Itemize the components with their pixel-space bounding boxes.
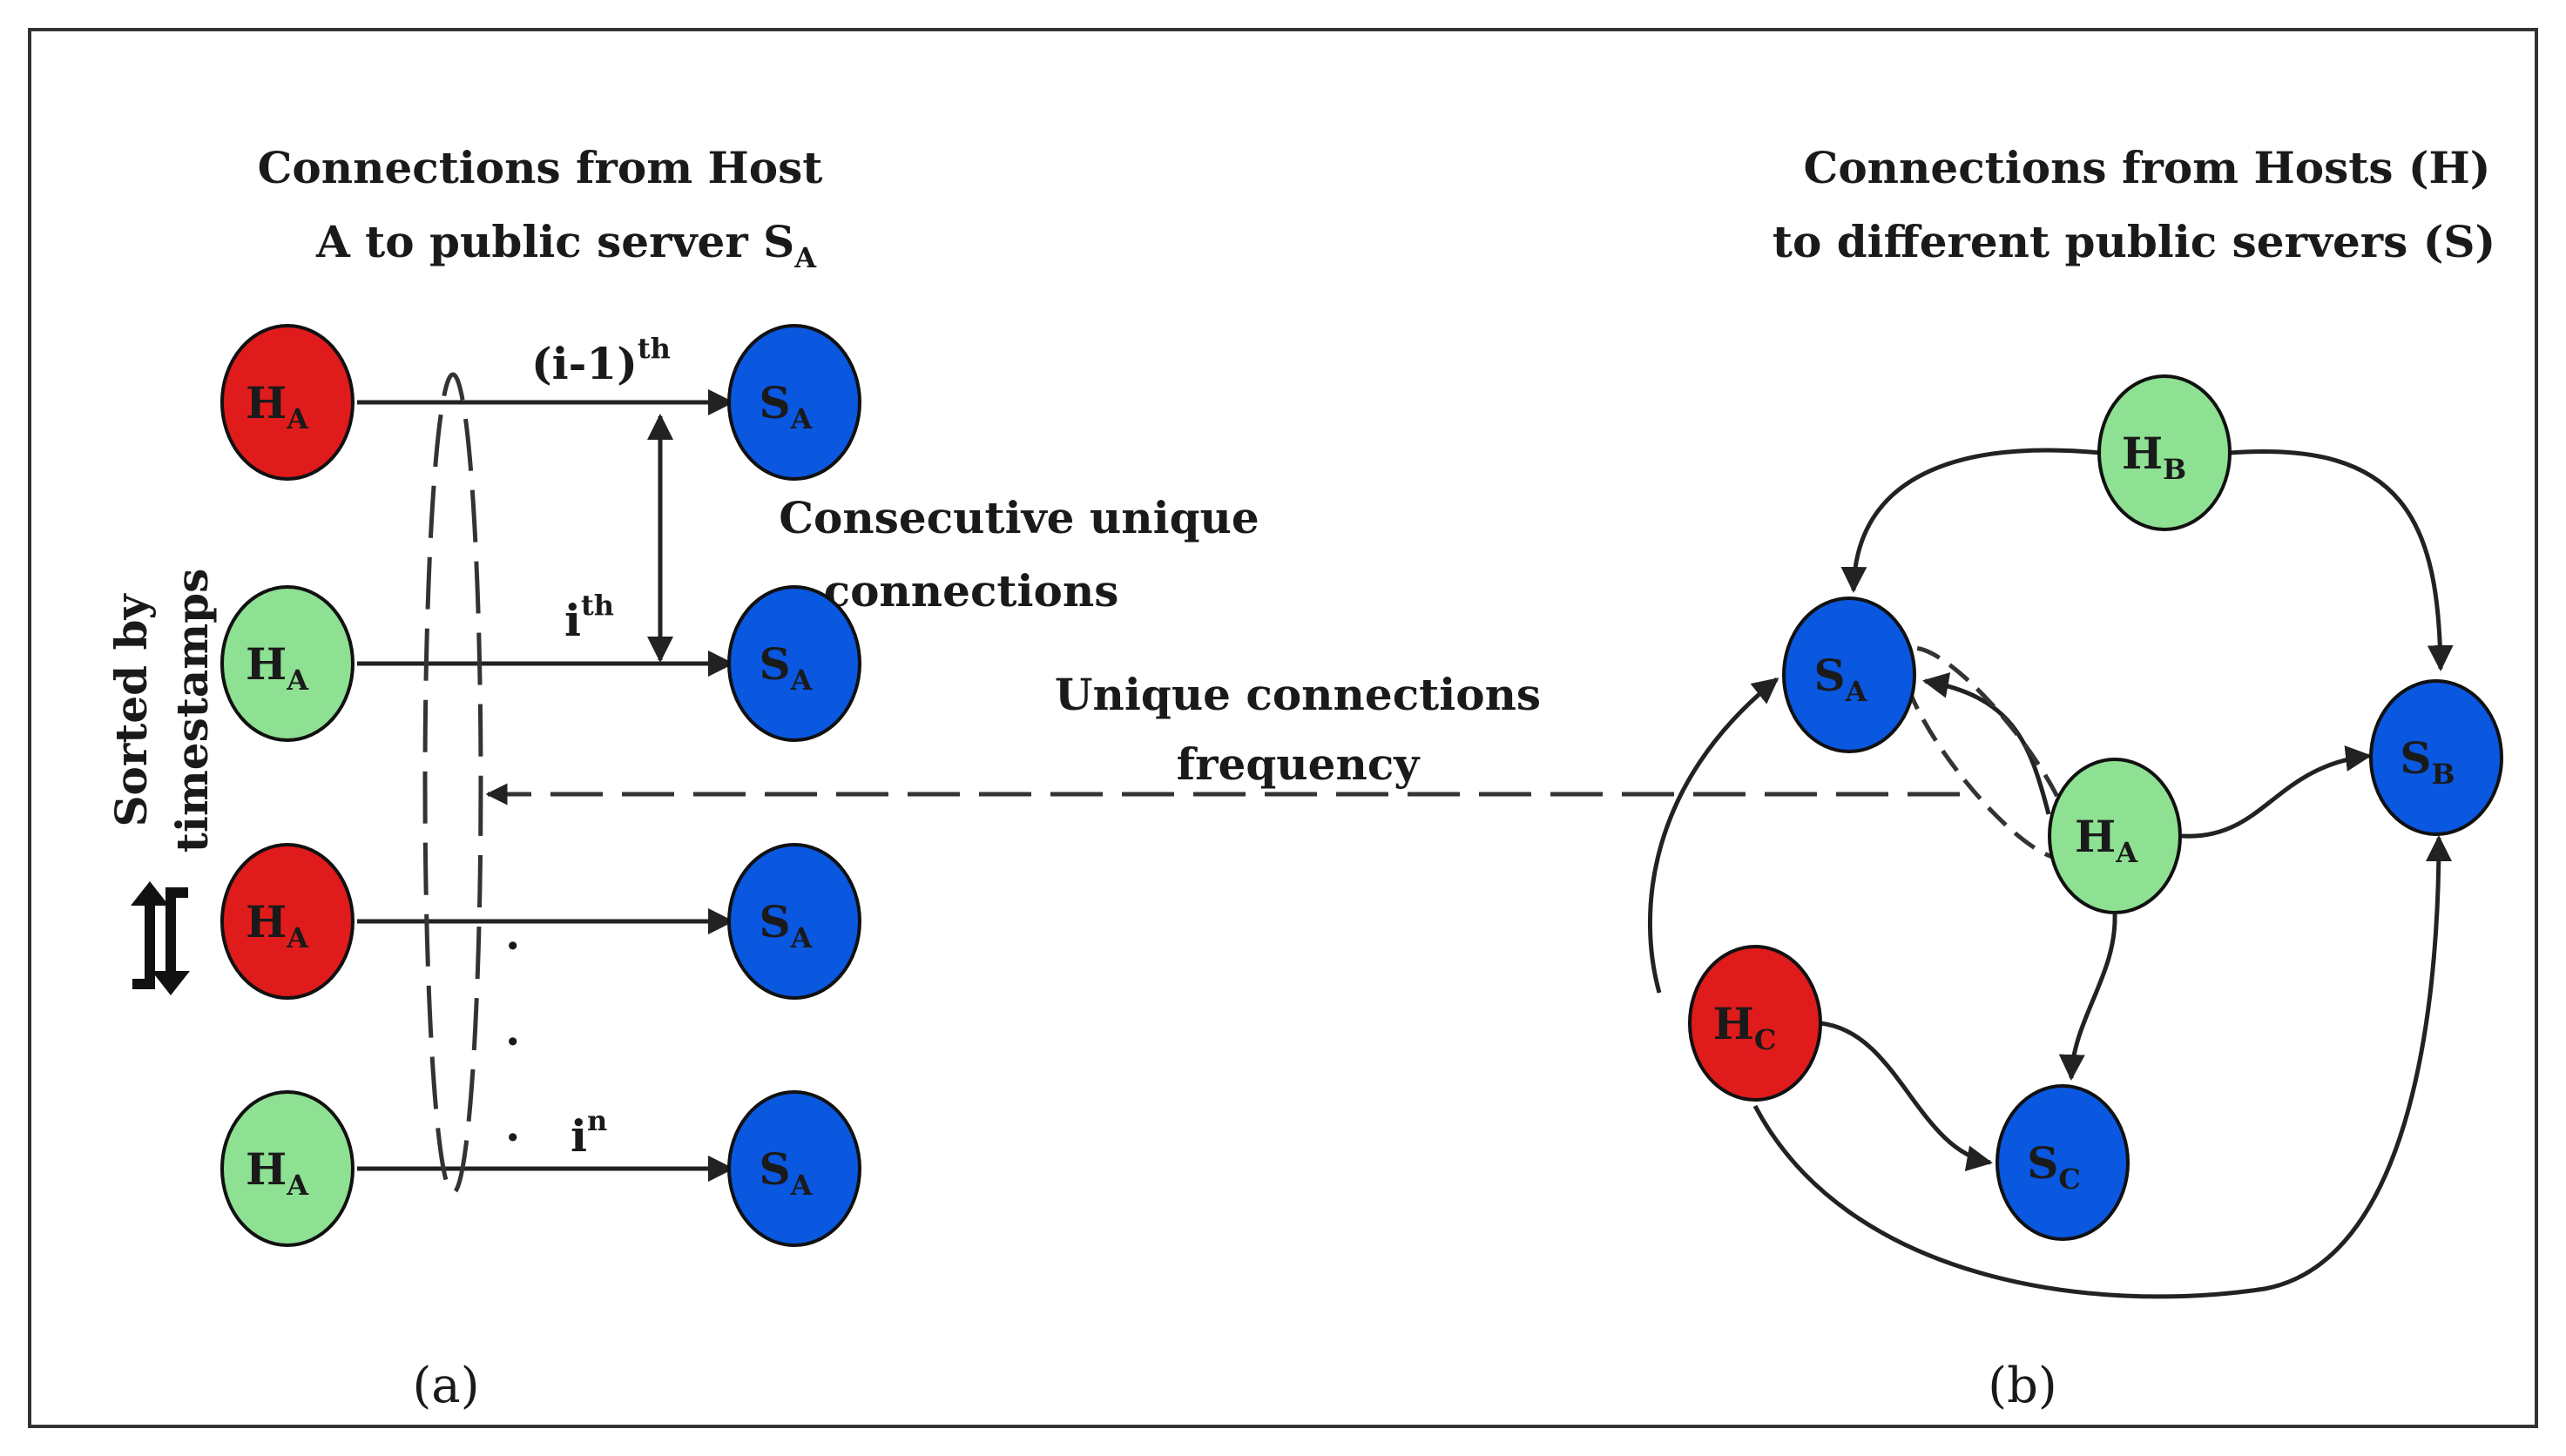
- row2-host-label: HA: [246, 638, 309, 697]
- node-hb-label: HB: [2122, 428, 2186, 486]
- panel-a: Connections from Host A to public server…: [105, 142, 1259, 1414]
- edge-ha-sb: [2181, 745, 2372, 839]
- row4-host-label: HA: [246, 1143, 309, 1202]
- node-hc-label: HC: [1713, 998, 1777, 1056]
- panel-a-title-line2: A to public server SA: [315, 216, 817, 274]
- row4-host-node: HA: [220, 1090, 355, 1247]
- row1-host-node: HA: [220, 324, 355, 481]
- node-sc: SC: [1995, 1084, 2130, 1241]
- ellipsis-dot-2: .: [505, 1004, 520, 1055]
- edge-hb-sa: [1840, 448, 2102, 593]
- row1-label-main: (i-1): [531, 338, 638, 389]
- frequency-label-line2: frequency: [1177, 738, 1421, 790]
- row4-server-node: SA: [727, 1090, 861, 1247]
- consecutive-label-line1: Consecutive unique: [779, 492, 1259, 543]
- row1-host-label: HA: [246, 377, 309, 435]
- frequency-label-line1: Unique connections: [1055, 669, 1541, 720]
- panel-b-caption: (b): [1988, 1358, 2057, 1414]
- panel-a-title-line2-main: A to public server S: [315, 216, 794, 267]
- node-sc-label: SC: [2027, 1137, 2081, 1196]
- node-hb: HB: [2097, 374, 2232, 531]
- panel-b: Connections from Hosts (H) to different …: [1648, 142, 2503, 1414]
- row3-host-label: HA: [246, 896, 309, 954]
- sort-direction-icon: [131, 881, 190, 995]
- panel-b-title-line2: to different public servers (S): [1773, 216, 2495, 267]
- row1-server-label: SA: [760, 377, 814, 435]
- edge-hc-sa: [1648, 677, 1779, 994]
- grouping-ellipse: [422, 372, 483, 1196]
- row4-server-label: SA: [760, 1143, 814, 1202]
- sorted-label-line2: timestamps: [166, 569, 218, 853]
- node-sb: SB: [2369, 679, 2503, 836]
- node-sa: SA: [1782, 597, 1916, 753]
- panel-b-title-line1: Connections from Hosts (H): [1804, 142, 2491, 193]
- row2-server-node: SA: [727, 585, 861, 742]
- node-ha: HA: [2048, 758, 2182, 914]
- node-sa-label: SA: [1814, 650, 1868, 708]
- ellipsis-dot-1: .: [505, 908, 520, 960]
- consecutive-label-line2: connections: [824, 565, 1119, 617]
- row1-label-sup: th: [638, 332, 671, 365]
- panel-a-title-line1: Connections from Host: [258, 142, 823, 193]
- ellipsis-dot-3: .: [505, 1100, 520, 1151]
- row2-label-sup: th: [581, 589, 614, 622]
- row4-label: in: [571, 1104, 607, 1162]
- node-hc: HC: [1688, 945, 1822, 1102]
- row2-host-node: HA: [220, 585, 355, 742]
- row4-label-sup: n: [587, 1104, 607, 1137]
- row1-server-node: SA: [727, 324, 861, 481]
- row1-label: (i-1)th: [531, 332, 671, 389]
- row2-server-label: SA: [760, 638, 814, 697]
- edge-hc-sc: [1820, 1021, 1993, 1172]
- frequency-link: Unique connections frequency: [485, 669, 1960, 806]
- panel-a-caption: (a): [412, 1358, 479, 1414]
- edge-hb-sb: [2229, 449, 2454, 671]
- row2-label-main: i: [564, 595, 581, 646]
- row3-host-node: HA: [220, 843, 355, 1000]
- node-sb-label: SB: [2400, 732, 2455, 791]
- diagram-border: [28, 28, 2538, 1428]
- row3-server-node: SA: [727, 843, 861, 1000]
- node-ha-label: HA: [2075, 811, 2138, 869]
- edge-hc-sb: [1752, 835, 2452, 1299]
- row3-server-label: SA: [760, 896, 814, 954]
- sorted-label-line1: Sorted by: [105, 593, 157, 827]
- row2-label: ith: [564, 589, 614, 646]
- panel-a-title-line2-sub: A: [793, 241, 817, 274]
- edge-ha-sc: [2058, 913, 2117, 1081]
- row4-label-main: i: [571, 1110, 587, 1162]
